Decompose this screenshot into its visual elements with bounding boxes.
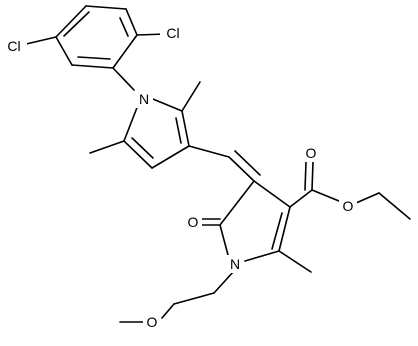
atom-label-background [302, 144, 320, 162]
bond [125, 8, 138, 36]
atom-label-background [339, 197, 357, 215]
bond [228, 156, 255, 182]
bond [234, 150, 261, 176]
bond [311, 161, 314, 191]
bond [289, 189, 313, 208]
bond [175, 117, 182, 144]
bond [173, 292, 215, 305]
bonds [21, 5, 411, 323]
bond [271, 212, 283, 250]
atom-o-ether: O [143, 313, 161, 331]
atom-cl-top: Cl [160, 24, 186, 42]
bond [355, 192, 380, 204]
bond [55, 36, 73, 66]
atom-labels: Cl Cl N N O O O O [1, 24, 357, 331]
bond [123, 104, 139, 142]
bond [244, 250, 280, 262]
atom-label-background [160, 24, 186, 42]
bond [213, 270, 235, 294]
atom-label: O [188, 214, 199, 230]
bond [219, 180, 255, 226]
bond [161, 303, 175, 319]
bond [188, 145, 230, 158]
bond [151, 145, 190, 169]
bond [253, 180, 291, 208]
bond [63, 11, 90, 37]
atom-label-background [1, 37, 27, 55]
atom-label-background [184, 213, 202, 231]
atom-label: O [343, 198, 354, 214]
bond [85, 5, 127, 10]
bond [378, 192, 411, 220]
atom-n-lactam: N [226, 255, 244, 273]
bond [278, 206, 291, 252]
atom-o-carbonyl: O [184, 213, 202, 231]
atom-cl-left: Cl [1, 37, 27, 55]
atom-n-pyrrole: N [135, 90, 153, 108]
bond [181, 110, 190, 147]
bond [131, 137, 154, 159]
bond [89, 140, 125, 154]
bond [112, 67, 135, 91]
bond [112, 34, 138, 69]
bond [77, 56, 111, 60]
atom-label: N [230, 256, 240, 272]
atom-label-background [135, 90, 153, 108]
atom-label-background [143, 313, 161, 331]
bond [181, 81, 201, 112]
atom-label: Cl [166, 25, 179, 41]
bond [147, 96, 183, 112]
bond [55, 5, 87, 38]
atom-label: O [306, 145, 317, 161]
atom-label-background [226, 255, 244, 273]
atom-label: Cl [7, 38, 20, 54]
bond [21, 36, 57, 46]
atom-o-ester-double: O [302, 144, 320, 162]
atom-o-ester-single: O [339, 197, 357, 215]
bond [311, 189, 340, 202]
atom-label: N [139, 91, 149, 107]
bond [123, 140, 153, 169]
atom-label: O [147, 314, 158, 330]
bond [304, 161, 307, 191]
bond [219, 224, 229, 256]
bond [278, 250, 312, 273]
bond [71, 64, 114, 69]
bond [119, 17, 129, 37]
